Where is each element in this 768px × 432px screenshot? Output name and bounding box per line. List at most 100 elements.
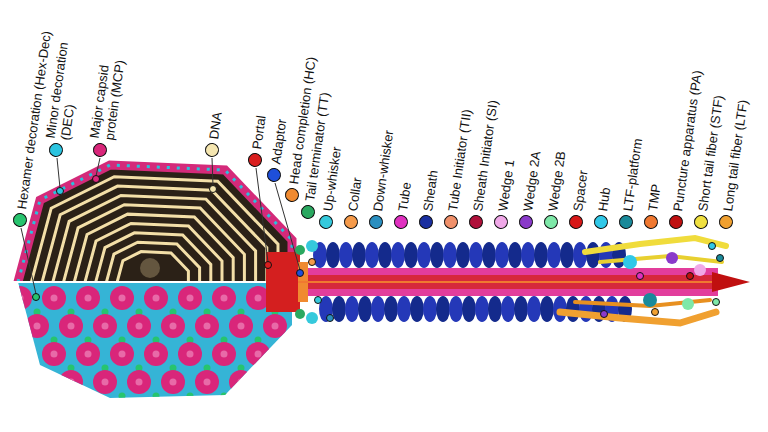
legend-swatch (693, 214, 709, 230)
illustration-part (682, 298, 694, 310)
capsid-head (0, 150, 313, 428)
legend-label: Tube Initiator (TII) (445, 108, 474, 212)
legend-swatch (643, 214, 659, 230)
legend-label: TMP (645, 183, 664, 212)
illustration-part (0, 283, 300, 410)
legend-swatch (543, 214, 559, 230)
illustration-part (297, 270, 304, 277)
legend-label: Down-whisker (370, 129, 396, 212)
sheath-subunit (410, 296, 424, 322)
mcp-hexamer-center (221, 407, 228, 414)
legend-swatch (468, 214, 484, 230)
mcp-hexamer-center (17, 407, 24, 414)
legend-label: Long tail fiber (LTF) (720, 99, 751, 212)
sheath-subunit (339, 242, 353, 268)
legend-swatch (618, 214, 634, 230)
mcp-hexamer (212, 342, 236, 366)
illustration-part (21, 228, 36, 294)
illustration-part (256, 168, 268, 262)
hex-dec (187, 393, 194, 400)
sheath-subunit (352, 242, 366, 268)
mcp-hexamer-center (221, 351, 228, 358)
mcp-hexamer-center (51, 407, 58, 414)
illustration-part (643, 293, 657, 307)
legend-label: Sheath Initiator (SI) (470, 99, 500, 212)
hex-dec (34, 421, 41, 428)
sheath-subunit (345, 296, 359, 322)
mcp-hexamer-center (68, 323, 75, 330)
mcp-hexamer-center (289, 351, 296, 358)
legend-swatch (518, 214, 534, 230)
legend-swatch (368, 214, 384, 230)
mcp-hexamer-center (170, 323, 177, 330)
sheath-subunit (462, 296, 476, 322)
mcp-hexamer-center (102, 323, 109, 330)
illustration-part (295, 245, 305, 255)
sheath-subunit (566, 296, 580, 322)
mcp-hexamer-center (153, 351, 160, 358)
mcp-hexamer-center (255, 295, 262, 302)
hex-dec (170, 421, 177, 428)
leader-lines (21, 158, 300, 294)
mcp-hexamer-center (153, 295, 160, 302)
hex-dec (102, 421, 109, 428)
legend-swatch (92, 142, 108, 158)
mcp-hexamer (8, 286, 32, 310)
mcp-hexamer (110, 286, 134, 310)
dna-shell (53, 195, 256, 281)
legend-swatch (284, 187, 300, 203)
mcp-hexamer-center (136, 379, 143, 386)
sheath-subunit (514, 296, 528, 322)
dna-core (140, 258, 160, 278)
mcp-hexamer (246, 398, 270, 422)
mcp-hexamer-center (255, 407, 262, 414)
illustration-part (666, 252, 678, 264)
hex-dec (289, 337, 296, 344)
sheath-subunit (397, 296, 411, 322)
illustration-part (265, 262, 272, 269)
hex-dec (255, 393, 262, 400)
mcp-hexamer-center (17, 295, 24, 302)
mcp-hexamer (93, 314, 117, 338)
hex-dec (272, 365, 279, 372)
sheath-subunit (371, 296, 385, 322)
sheath-subunit (534, 242, 548, 268)
mcp-hexamer (42, 342, 66, 366)
legend-swatch (318, 214, 334, 230)
legend-swatch (12, 212, 28, 228)
mcp-hexamer (59, 314, 83, 338)
mcp-hexamer (8, 342, 32, 366)
sheath-subunit (384, 296, 398, 322)
legend-label: Collar (345, 176, 365, 212)
sheath-subunit (456, 242, 470, 268)
illustration-part (600, 256, 722, 262)
hex-dec (153, 393, 160, 400)
mcp-hexamer-center (221, 295, 228, 302)
legend-label: Adaptor (268, 118, 289, 165)
mcp-hexamer (25, 314, 49, 338)
sheath-subunit (449, 296, 463, 322)
hex-dec (119, 393, 126, 400)
illustration-part (315, 297, 322, 304)
mcp-hexamer-center (187, 351, 194, 358)
sheath-subunit (404, 242, 418, 268)
mcp-hexamer (144, 286, 168, 310)
mcp-hexamer (127, 314, 151, 338)
mcp-hexamer (263, 314, 287, 338)
legend-swatch (493, 214, 509, 230)
legend-swatch (668, 214, 684, 230)
legend-label: Portal (249, 114, 269, 150)
mcp-hexamer (76, 286, 100, 310)
illustration-part (601, 311, 608, 318)
dna-shell (96, 233, 211, 281)
illustration-part (623, 255, 637, 269)
sheath-subunit (501, 296, 515, 322)
legend-label: Wedge 2B (545, 150, 568, 212)
sheath-subunit (417, 242, 431, 268)
legend-label: Hub (595, 186, 613, 212)
illustration-part (57, 158, 60, 188)
sheath-subunit (560, 242, 574, 268)
mcp-hexamer (212, 398, 236, 422)
